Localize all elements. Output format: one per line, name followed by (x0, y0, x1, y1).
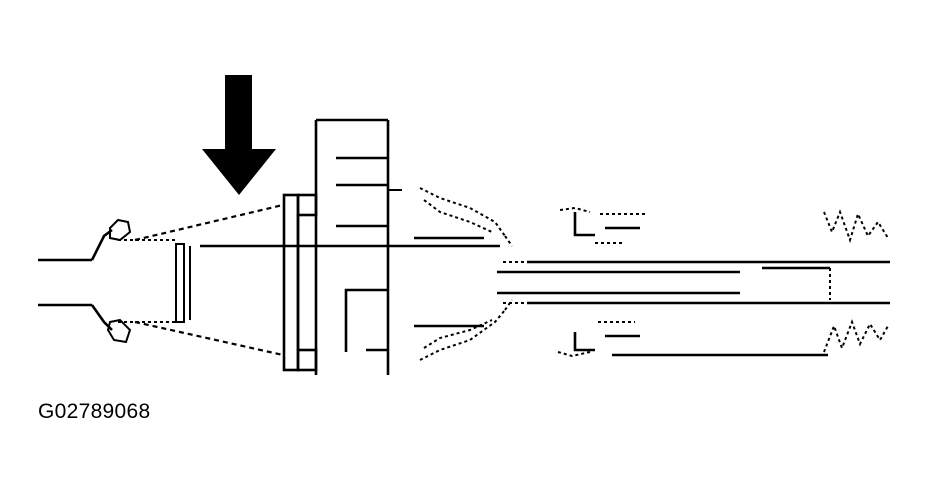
boot-rings (175, 243, 191, 323)
break-mark-icon (823, 209, 889, 353)
figure-id-label: G02789068 (38, 400, 151, 423)
lower-seal (414, 299, 513, 361)
boot-taper (134, 203, 284, 357)
left-shaft (38, 228, 113, 331)
housing (314, 118, 402, 375)
upper-seal (414, 187, 513, 247)
down-arrow-icon (202, 75, 276, 195)
lower-retainer (557, 321, 828, 358)
boot-clamp (106, 218, 178, 344)
upper-retainer (559, 206, 645, 244)
flange (282, 193, 318, 372)
right-shaft (497, 260, 890, 305)
